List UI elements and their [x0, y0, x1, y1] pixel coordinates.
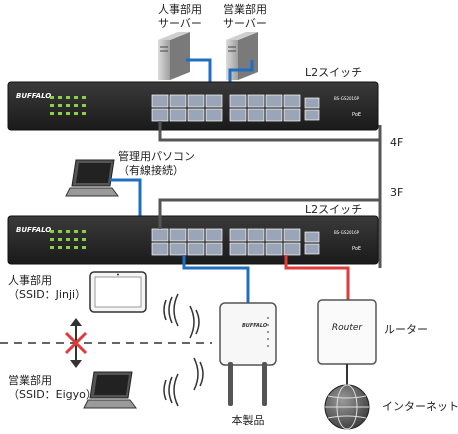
this-product-label: 本製品 [231, 414, 265, 427]
hr-server-label: 人事部用 サーバー [158, 3, 202, 30]
internet-globe-icon [324, 384, 370, 430]
top-uplink-cable [158, 121, 380, 142]
wifi-waves-tablet [163, 293, 179, 327]
bottom-switch-model: BS-GS2016P [334, 230, 360, 235]
admin-pc-icon [65, 159, 119, 197]
router-text: Router [332, 323, 364, 333]
router-label: ルーター [384, 323, 428, 336]
hr-server-icon [158, 32, 190, 80]
top-switch-model: BS-GS2016P [334, 96, 360, 101]
bottom-switch-icon: BUFFALO BS-GS2016P PoE [7, 215, 379, 265]
floor-3f-label: 3F [390, 186, 404, 199]
bottom-switch-label: L2スイッチ [305, 203, 363, 216]
wifi-waves-ap-lower [193, 357, 204, 391]
internet-label: インターネット [382, 400, 458, 413]
bottom-uplink-cable [158, 198, 380, 229]
tablet-icon [89, 271, 147, 313]
ap-brand: BUFFALO [242, 323, 268, 329]
ap-cable [182, 255, 250, 305]
floor-4f-label: 4F [390, 136, 404, 149]
wifi-waves-ap-left [189, 305, 200, 339]
admin-pc-label: 管理用パソコン （有線接続） [118, 150, 195, 177]
bottom-switch-brand: BUFFALO [16, 226, 51, 234]
sales-server-label: 営業部用 サーバー [223, 3, 267, 30]
router-cable [284, 255, 350, 300]
sales-laptop-icon [83, 371, 137, 409]
top-switch-brand: BUFFALO [16, 92, 51, 100]
blocked-arrow-icon [64, 318, 88, 368]
router-icon: Router [317, 299, 377, 365]
sales-dept-label: 営業部用 （SSID：Eigyo） [8, 374, 97, 401]
top-switch-poe: PoE [352, 112, 361, 118]
bottom-switch-poe: PoE [352, 246, 361, 252]
access-point-icon: BUFFALO [219, 302, 277, 406]
top-switch-label: L2スイッチ [305, 66, 363, 79]
wifi-waves-laptop [163, 373, 179, 407]
hr-dept-label: 人事部用 （SSID：Jinji） [8, 274, 87, 301]
top-switch-icon: BUFFALO BS-GS2016P PoE [7, 81, 379, 131]
